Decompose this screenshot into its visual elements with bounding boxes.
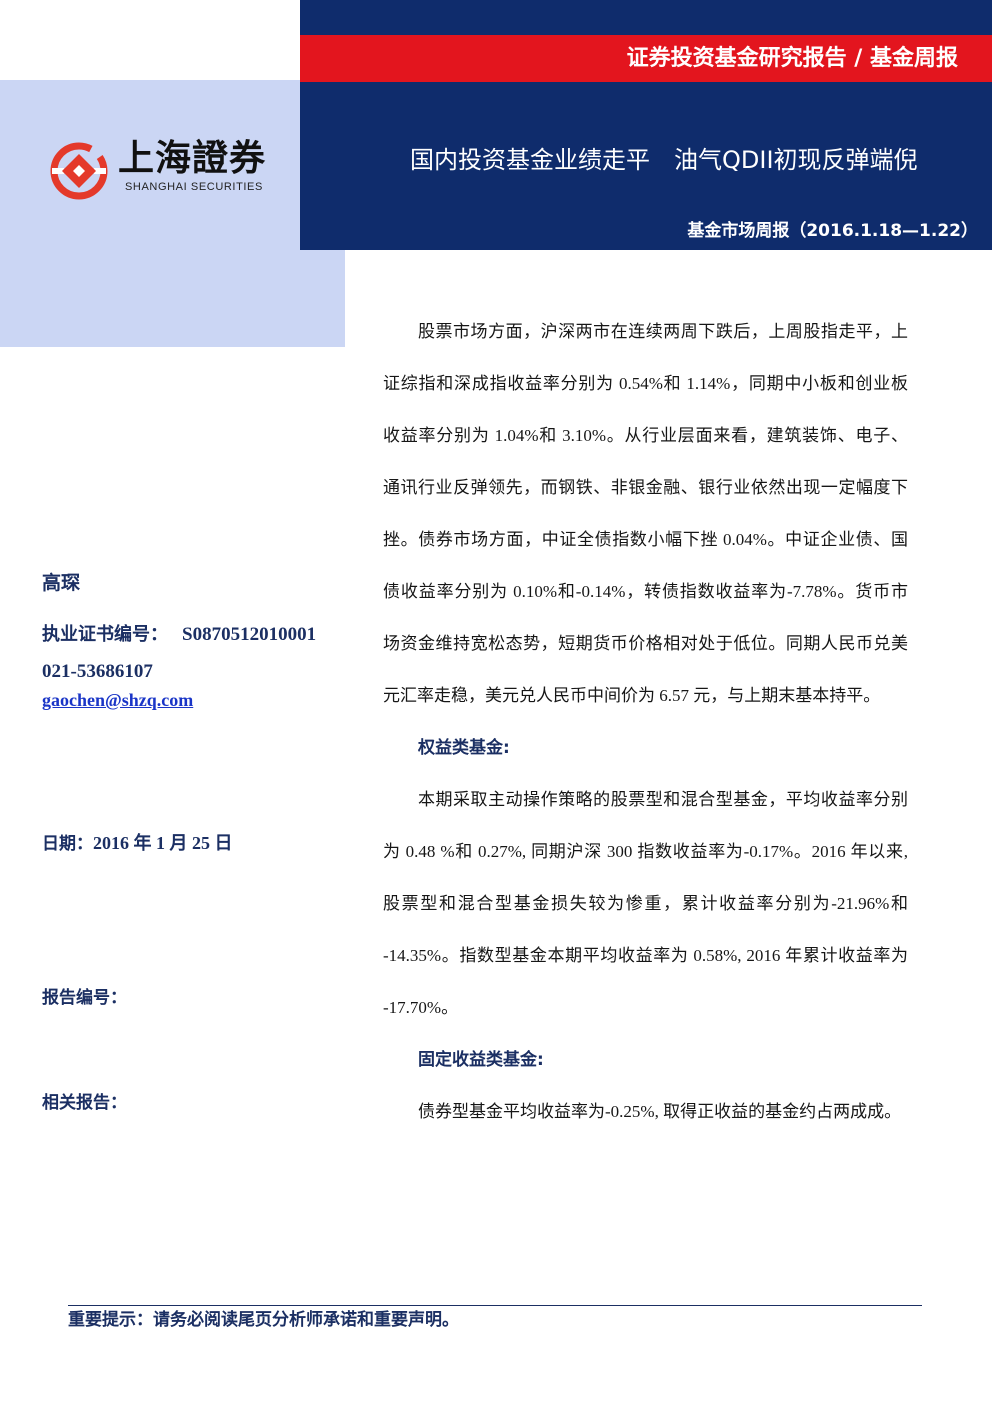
paragraph-fixed-income-funds: 债券型基金平均收益率为-0.25%, 取得正收益的基金约占两成成。	[383, 1086, 908, 1138]
body-line: 挫。债券市场方面，中证全债指数小幅下挫 0.04%。中证企业债、国	[383, 530, 908, 549]
body-line: 收益率分别为 1.04%和 3.10%。从行业层面来看，建筑装饰、电子、	[383, 426, 908, 445]
body-line: 债收益率分别为 0.10%和-0.14%，转债指数收益率为-7.78%。货币市	[383, 582, 908, 601]
paragraph-market-overview: 股票市场方面，沪深两市在连续两周下跌后，上周股指走平，上 证综指和深成指收益率分…	[383, 306, 908, 722]
logo-chinese-name: 上海證券	[118, 137, 267, 179]
date-label: 日期：	[42, 834, 93, 854]
date-value: 2016 年 1 月 25 日	[93, 833, 233, 853]
body-line: 本期采取主动操作策略的股票型和混合型基金，平均收益率分别	[418, 790, 908, 809]
footer-disclaimer: 重要提示：请务必阅读尾页分析师承诺和重要声明。	[68, 1310, 459, 1330]
analyst-phone: 021-53686107	[42, 661, 153, 682]
heading-equity-funds: 权益类基金:	[418, 738, 510, 758]
body-line: 为 0.48 %和 0.27%, 同期沪深 300 指数收益率为-0.17%。2…	[383, 842, 908, 861]
paragraph-equity-funds: 本期采取主动操作策略的股票型和混合型基金，平均收益率分别 为 0.48 %和 0…	[383, 774, 908, 1034]
report-number-label: 报告编号：	[42, 988, 127, 1008]
report-date: 日期：2016 年 1 月 25 日	[42, 831, 233, 856]
report-body: 股票市场方面，沪深两市在连续两周下跌后，上周股指走平，上 证综指和深成指收益率分…	[383, 306, 908, 1138]
footer-divider	[68, 1305, 922, 1306]
body-line: 元汇率走稳，美元兑人民币中间价为 6.57 元，与上期末基本持平。	[383, 686, 881, 705]
body-line: 股票型和混合型基金损失较为惨重，累计收益率分别为-21.96%和	[383, 894, 908, 913]
analyst-certificate: 执业证书编号： S0870512010001	[42, 623, 316, 647]
related-reports-label: 相关报告：	[42, 1093, 127, 1113]
body-line: 股票市场方面，沪深两市在连续两周下跌后，上周股指走平，上	[418, 322, 908, 341]
report-category: 证券投资基金研究报告 / 基金周报	[300, 35, 992, 82]
lavender-side-panel	[0, 80, 345, 347]
body-line: -17.70%。	[383, 998, 459, 1017]
logo-english-name: SHANGHAI SECURITIES	[125, 181, 263, 193]
body-line: 通讯行业反弹领先，而钢铁、非银金融、银行业依然出现一定幅度下	[383, 478, 908, 497]
analyst-email-link[interactable]: gaochen@shzq.com	[42, 690, 194, 710]
body-line: 场资金维持宽松态势，短期货币价格相对处于低位。同期人民币兑美	[383, 634, 908, 653]
certificate-number: S0870512010001	[182, 624, 317, 645]
heading-fixed-income-funds: 固定收益类基金:	[418, 1050, 544, 1070]
shanghai-securities-emblem-icon	[50, 142, 108, 200]
certificate-label: 执业证书编号：	[42, 624, 168, 645]
analyst-name: 高琛	[42, 572, 81, 594]
report-subtitle: 基金市场周报（2016.1.18—1.22）	[687, 221, 978, 241]
report-title: 国内投资基金业绩走平 油气QDII初现反弹端倪	[410, 146, 918, 174]
body-line: 证综指和深成指收益率分别为 0.54%和 1.14%，同期中小板和创业板	[383, 374, 908, 393]
body-line: -14.35%。指数型基金本期平均收益率为 0.58%, 2016 年累计收益率…	[383, 946, 908, 965]
body-line: 债券型基金平均收益率为-0.25%, 取得正收益的基金约占两成成。	[418, 1102, 902, 1121]
